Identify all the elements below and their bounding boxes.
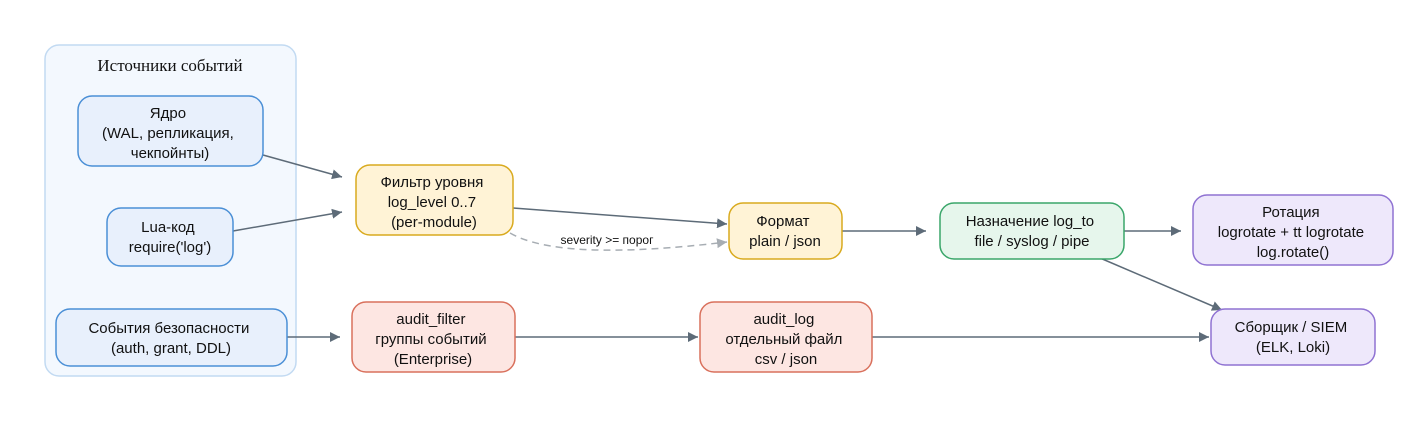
svg-text:Назначение log_to file /: Назначение log_to file / syslog / pipe (966, 213, 1099, 250)
node-format-line-2: plain / json (749, 233, 821, 250)
node-level-filter-line-1: Фильтр уровня (380, 174, 483, 191)
svg-text:Ядро (WAL, репликация,: Ядро (WAL, репликация, чекпойнты) (102, 105, 238, 162)
node-lua: Lua-код require('log') (106, 207, 234, 267)
edge-filter-to-format-dashed (509, 232, 728, 251)
node-format: Формат plain / json (728, 202, 843, 260)
node-destination-line-1: Назначение log_to (966, 213, 1094, 230)
svg-text:Формат plain / json: Формат plain / json (749, 213, 821, 250)
node-level-filter: Фильтр уровня log_level 0..7 (per-module… (355, 164, 514, 236)
node-format-line-1: Формат (756, 213, 809, 230)
node-rotation-line-2: logrotate + tt logrotate (1218, 224, 1364, 241)
edge-destination-to-collector (1099, 257, 1223, 311)
svg-text:audit_log отдельный файл: audit_log отдельный файл csv / json (725, 311, 846, 368)
node-core-line-1: Ядро (150, 105, 186, 122)
svg-text:События безопасности (au: События безопасности (auth, grant, DDL) (88, 320, 253, 357)
cluster-title: Источники событий (97, 56, 242, 75)
node-core-line-2: (WAL, репликация, (102, 125, 234, 142)
node-lua-line-1: Lua-код (141, 219, 195, 236)
node-audit-filter-line-2: группы событий (375, 331, 486, 348)
node-security: События безопасности (auth, grant, DDL) (55, 308, 288, 367)
edges: severity >= порог (232, 154, 1223, 342)
node-audit-filter-line-1: audit_filter (396, 311, 465, 328)
svg-text:Ротация logrotate + tt l: Ротация logrotate + tt logrotate log.rot… (1218, 204, 1369, 261)
svg-text:Lua-код require('log'): Lua-код require('log') (129, 219, 211, 256)
node-rotation-line-1: Ротация (1262, 204, 1320, 221)
node-audit-filter-line-3: (Enterprise) (394, 351, 472, 368)
node-security-line-2: (auth, grant, DDL) (111, 340, 231, 357)
node-collector-line-2: (ELK, Loki) (1256, 339, 1330, 356)
node-rotation: Ротация logrotate + tt logrotate log.rot… (1192, 194, 1394, 266)
edge-lua-to-filter (232, 208, 343, 232)
node-destination: Назначение log_to file / syslog / pipe (939, 202, 1125, 260)
svg-text:audit_filter группы собы: audit_filter группы событий (Enterprise) (375, 311, 491, 368)
svg-text:Фильтр уровня log_level: Фильтр уровня log_level 0..7 (per-module… (380, 174, 487, 231)
node-core: Ядро (WAL, репликация, чекпойнты) (77, 95, 264, 167)
node-rotation-line-3: log.rotate() (1257, 244, 1330, 261)
edge-label-severity: severity >= порог (561, 233, 655, 247)
node-audit-log: audit_log отдельный файл csv / json (699, 301, 873, 373)
edge-filter-to-format (512, 207, 728, 229)
node-destination-line-2: file / syslog / pipe (974, 233, 1089, 250)
node-audit-log-line-1: audit_log (753, 311, 814, 328)
edge-core-to-filter (262, 154, 343, 180)
node-security-line-1: События безопасности (88, 320, 249, 337)
svg-text:Сборщик / SIEM (ELK, Lok: Сборщик / SIEM (ELK, Loki) (1235, 319, 1352, 356)
node-audit-log-line-3: csv / json (755, 351, 818, 368)
node-collector-line-1: Сборщик / SIEM (1235, 319, 1348, 336)
node-lua-line-2: require('log') (129, 239, 211, 256)
node-level-filter-line-3: (per-module) (391, 214, 477, 231)
node-audit-log-line-2: отдельный файл (725, 331, 842, 348)
node-collector: Сборщик / SIEM (ELK, Loki) (1210, 308, 1376, 366)
node-level-filter-line-2: log_level 0..7 (388, 194, 476, 211)
node-audit-filter: audit_filter группы событий (Enterprise) (351, 301, 516, 373)
node-core-line-3: чекпойнты) (131, 145, 210, 162)
